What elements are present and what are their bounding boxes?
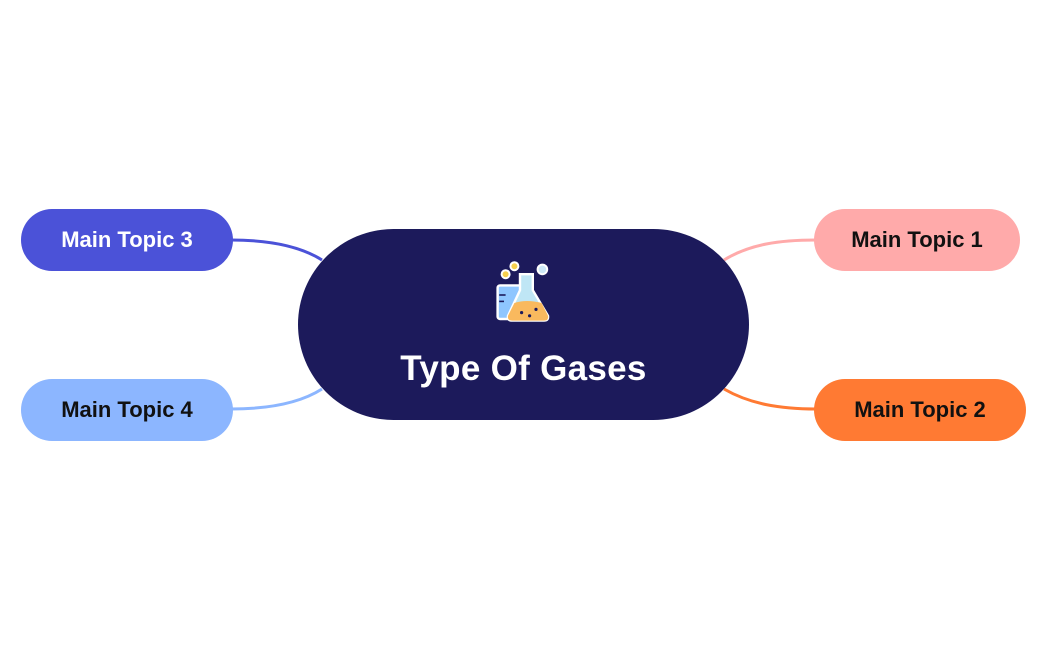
main-topic-2[interactable]: Main Topic 2 [814,379,1026,441]
connector-topic-1 [723,238,817,262]
chemistry-flask-beaker-icon [495,260,549,322]
central-topic-title: Type Of Gases [400,348,647,388]
central-topic[interactable]: Type Of Gases [298,229,749,420]
main-topic-1[interactable]: Main Topic 1 [814,209,1020,271]
connector-topic-2 [723,387,817,411]
main-topic-3[interactable]: Main Topic 3 [21,209,233,271]
connector-topic-4 [230,387,323,411]
connector-topic-3 [230,238,323,262]
main-topic-4[interactable]: Main Topic 4 [21,379,233,441]
